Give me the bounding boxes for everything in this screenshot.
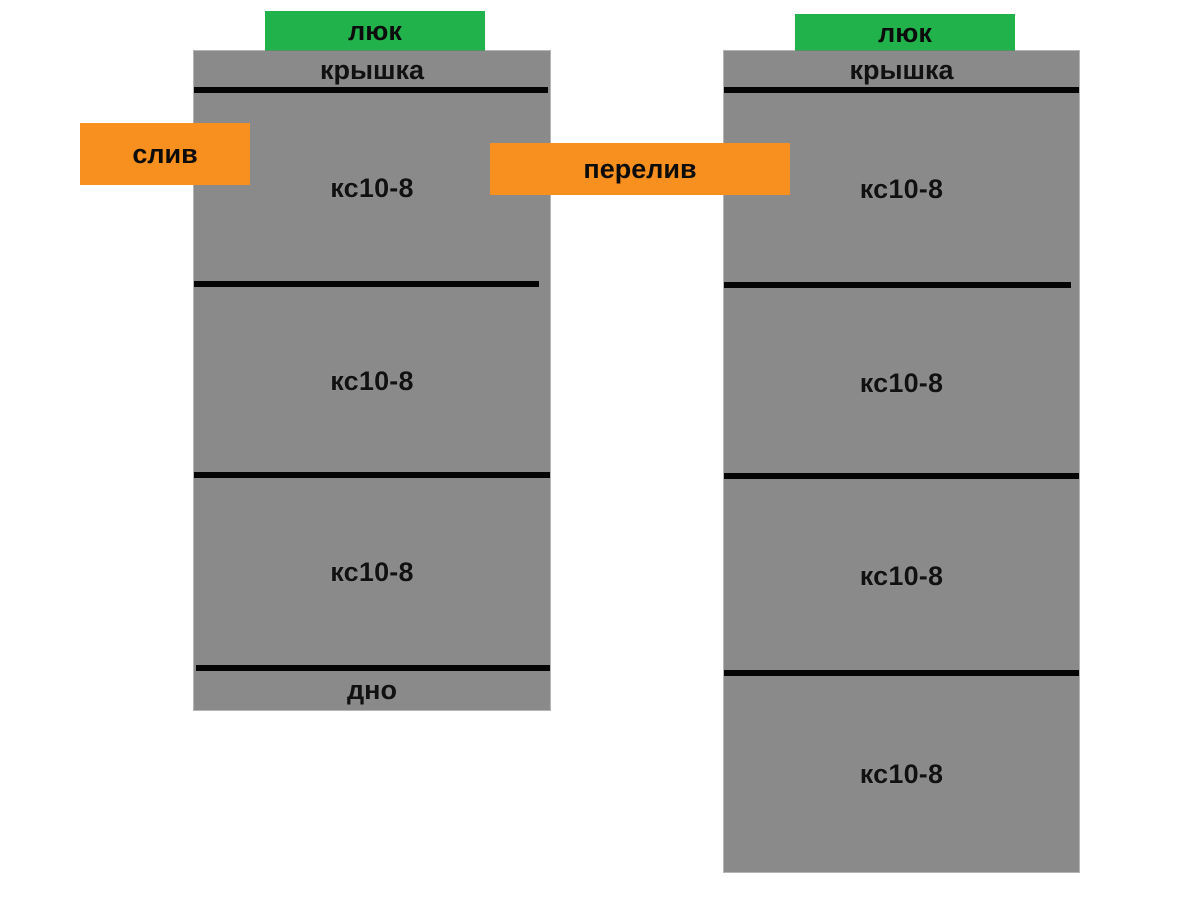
tank-right-ring-4: кс10-8	[724, 676, 1079, 872]
tank-left-bottom: дно	[194, 670, 550, 710]
hatch-left[interactable]: люк	[265, 11, 485, 52]
hatch-left-label: люк	[348, 16, 402, 46]
tank-left-bottom-label: дно	[347, 674, 397, 705]
drain-pipe[interactable]: слив	[80, 123, 250, 185]
hatch-right-label: люк	[878, 17, 932, 48]
tank-left-seam-bottom	[196, 665, 550, 671]
tank-left-lid-label: крышка	[319, 55, 425, 85]
tank-right-ring-1: кс10-8	[724, 93, 1079, 285]
tank-left-ring-2-label: кс10-8	[330, 366, 414, 396]
tank-right-lid-label: крышка	[849, 55, 954, 85]
tank-left-seam-2	[194, 472, 550, 478]
hatch-right[interactable]: люк	[795, 14, 1015, 52]
tank-left-seam-lid	[194, 87, 548, 93]
tank-left-ring-1-label: кс10-8	[330, 172, 414, 203]
tank-left-ring-3-label: кс10-8	[330, 557, 414, 587]
tank-right-seam-3	[724, 670, 1079, 676]
tank-left-ring-2: кс10-8	[194, 286, 550, 477]
tank-right-ring-1-label: кс10-8	[859, 173, 944, 204]
tank-right-ring-3: кс10-8	[724, 479, 1079, 673]
overflow-pipe[interactable]: перелив	[490, 143, 790, 195]
overflow-pipe-label: перелив	[583, 153, 697, 184]
tank-left-ring-3: кс10-8	[194, 477, 550, 668]
tank-left-ring-1: кс10-8	[194, 93, 550, 283]
tank-right-seam-lid	[724, 87, 1079, 93]
drain-pipe-label: слив	[132, 138, 198, 169]
tank-right-ring-2: кс10-8	[724, 288, 1079, 479]
tank-left-seam-1	[194, 281, 539, 287]
tank-right-ring-3-label: кс10-8	[859, 560, 944, 591]
tank-right-lid: крышка	[724, 51, 1079, 90]
tank-right-ring-2-label: кс10-8	[859, 368, 944, 398]
tank-left-lid: крышка	[194, 51, 550, 90]
tank-right-ring-4-label: кс10-8	[859, 758, 944, 789]
tank-right-seam-2	[724, 473, 1079, 479]
tank-right-seam-1	[724, 282, 1071, 288]
